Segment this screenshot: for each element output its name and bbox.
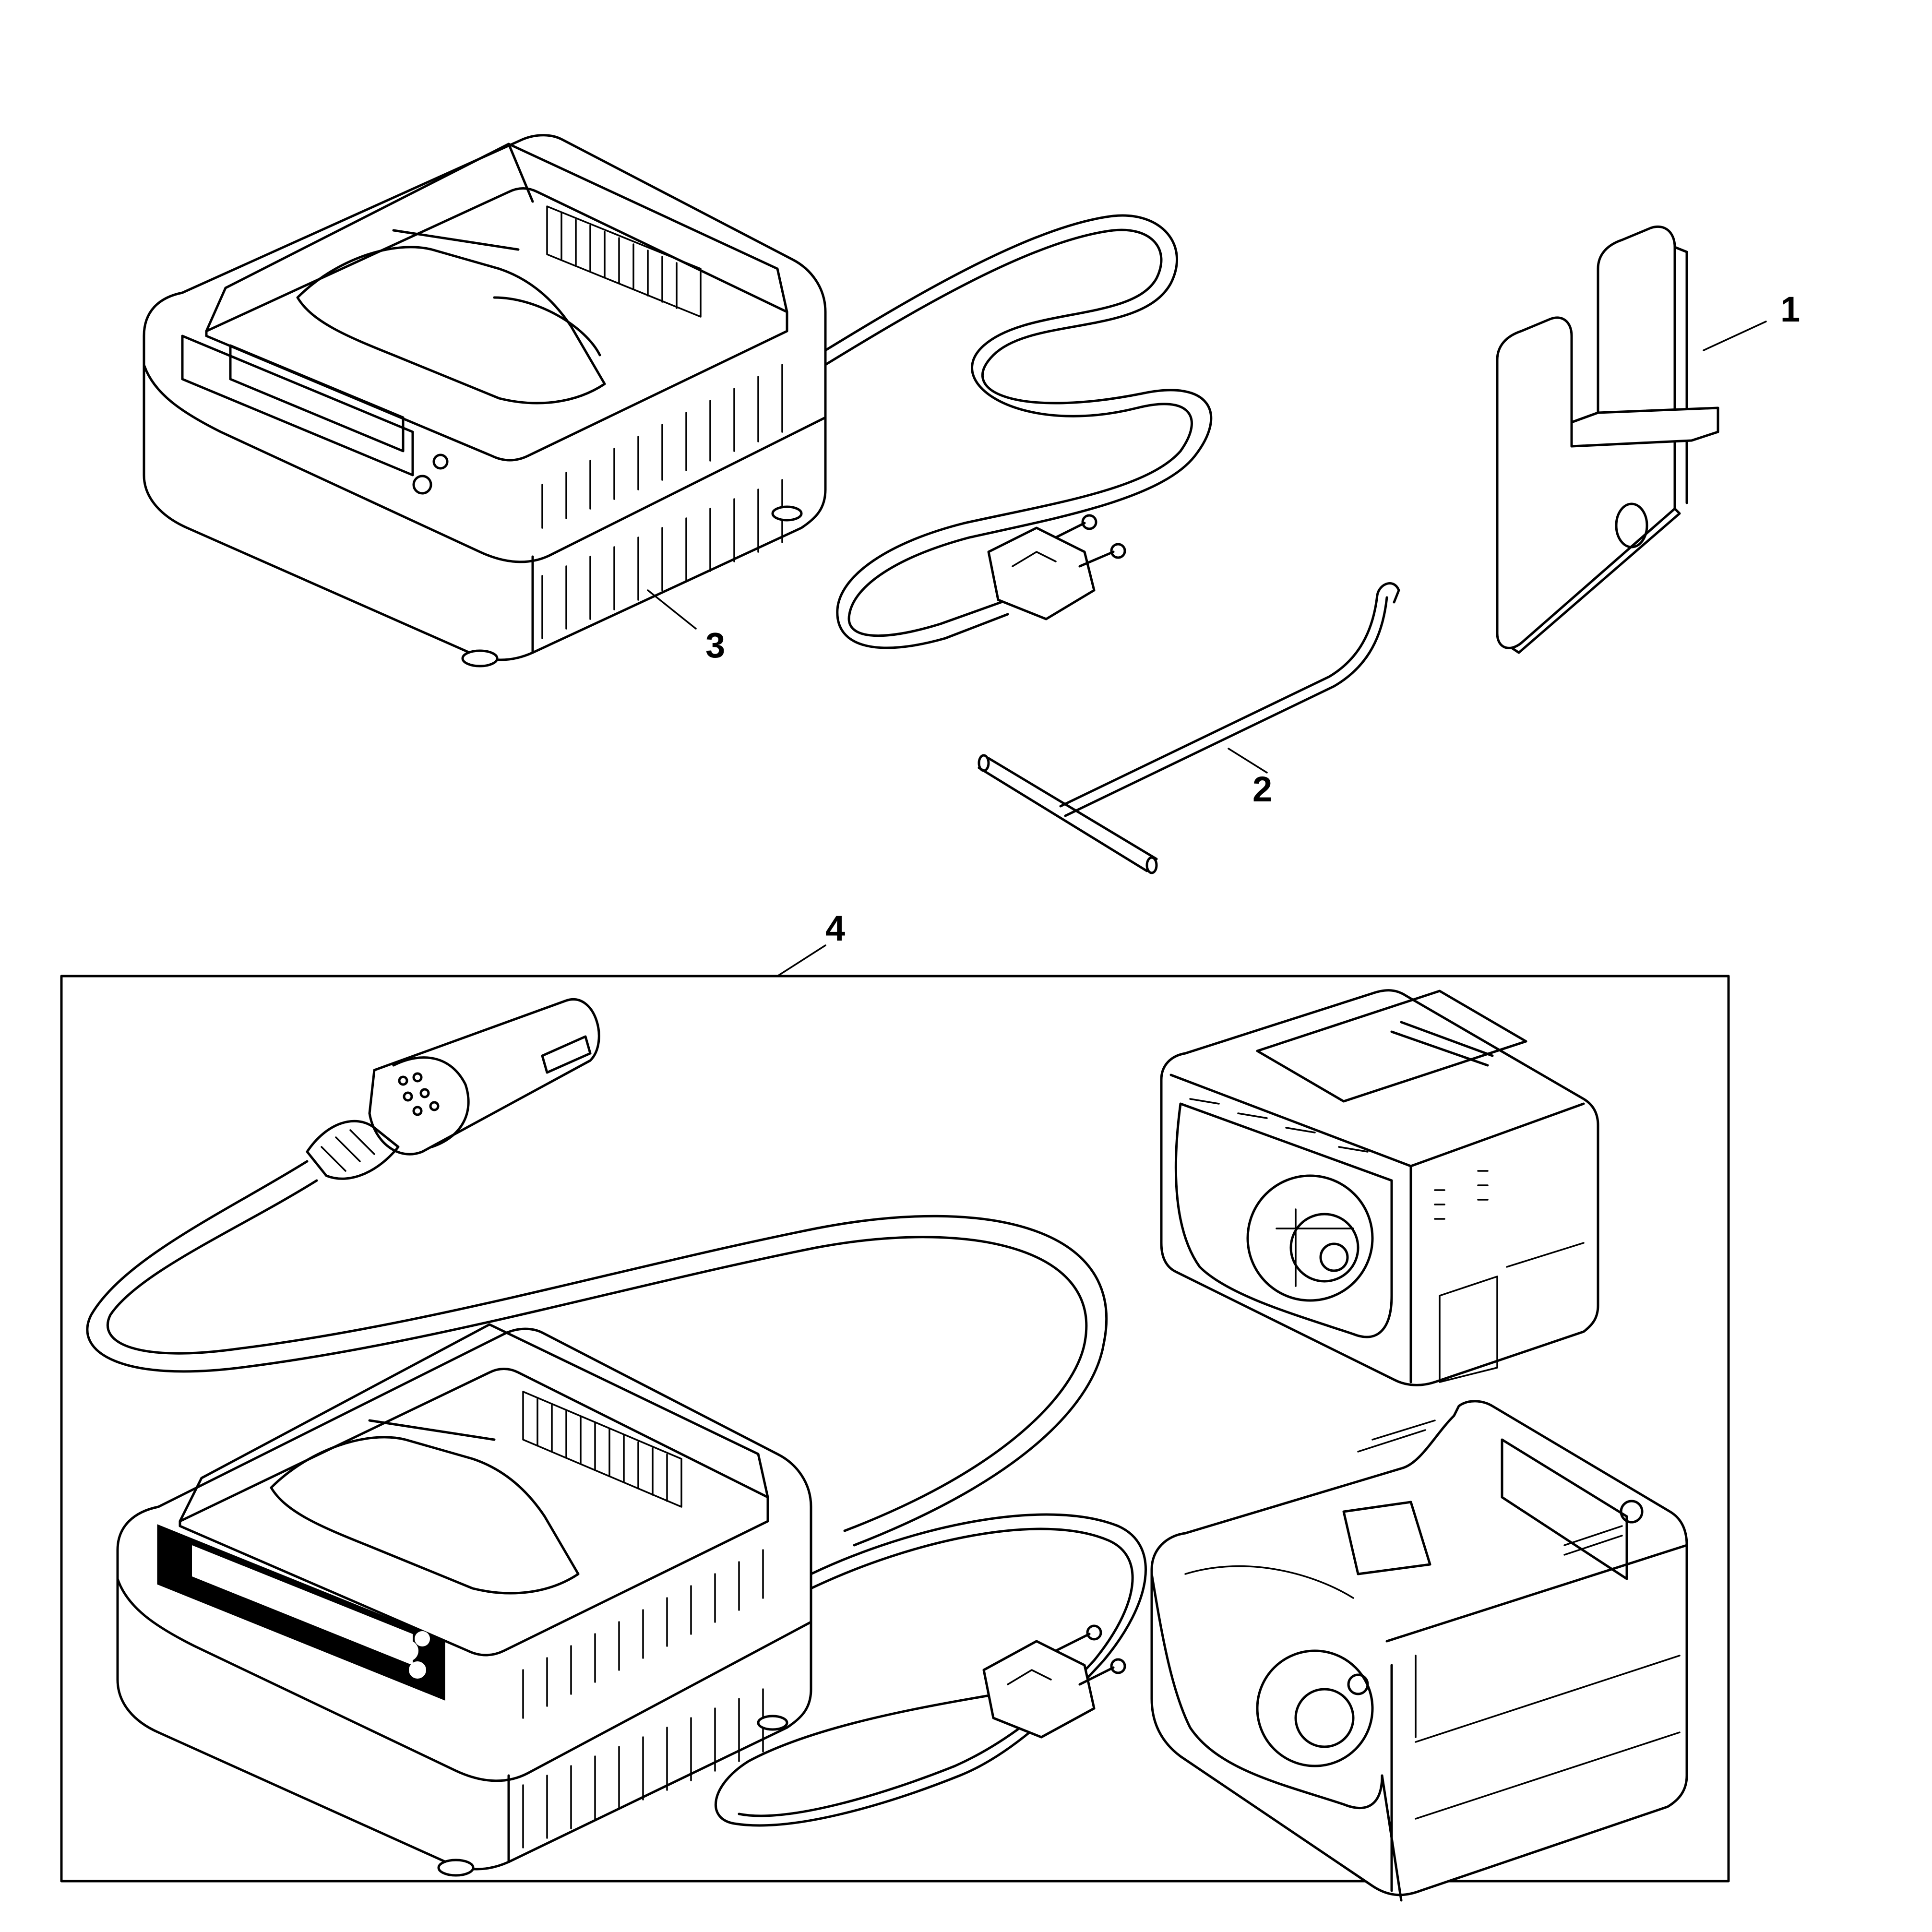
connector-plug <box>306 998 600 1180</box>
callout-2: 2 <box>1252 769 1272 809</box>
callout-3: 3 <box>705 625 725 665</box>
kit-charger <box>116 1323 812 1877</box>
kit-inner-vent <box>522 1391 682 1508</box>
kit-frame <box>60 975 1730 1883</box>
side-ribs <box>541 364 783 639</box>
bracket-part-1: 1 <box>1496 225 1800 654</box>
kit-part-4: 4 <box>60 908 1730 1902</box>
callout-1: 1 <box>1780 289 1800 329</box>
kit-button-3 <box>415 1631 430 1646</box>
kit-button-1 <box>397 1640 418 1661</box>
charger-part-3: 3 <box>143 134 1213 668</box>
kit-side-ribs <box>522 1549 764 1849</box>
t-hook-part-2: 2 <box>978 582 1400 874</box>
inner-vent <box>546 205 702 318</box>
kit-button-2 <box>409 1661 426 1679</box>
battery-pack-2 <box>1150 1400 1688 1902</box>
callout-4: 4 <box>825 908 845 948</box>
battery-pack-1 <box>1160 989 1599 1386</box>
